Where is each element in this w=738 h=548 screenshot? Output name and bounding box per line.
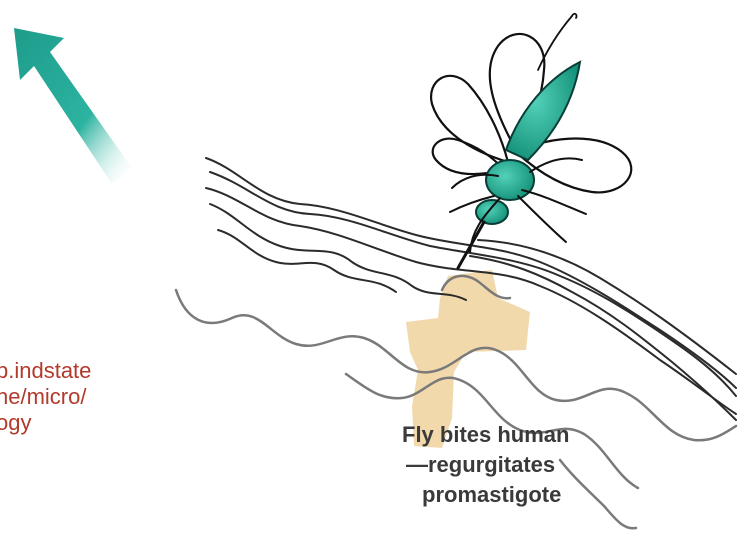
source-url-line-2: ne/micro/ bbox=[0, 384, 91, 410]
source-url-line-1: p.indstate bbox=[0, 358, 91, 384]
sandfly-icon bbox=[431, 14, 631, 268]
caption-line-1: Fly bites human bbox=[402, 420, 569, 450]
arrow-graphic bbox=[14, 28, 132, 184]
caption-line-2: —regurgitates bbox=[402, 450, 569, 480]
diagram-caption: Fly bites human —regurgitates promastigo… bbox=[402, 420, 569, 510]
source-url-line-3: ogy bbox=[0, 410, 91, 436]
caption-line-3: promastigote bbox=[402, 480, 569, 510]
source-url-text: p.indstate ne/micro/ ogy bbox=[0, 358, 91, 436]
